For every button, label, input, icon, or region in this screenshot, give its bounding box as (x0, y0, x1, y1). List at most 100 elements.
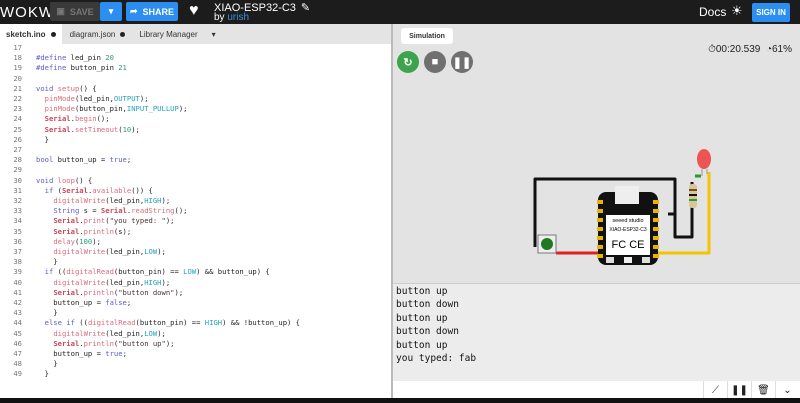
code-token: ; (126, 155, 132, 165)
code-token: #define (36, 53, 67, 63)
code-line: String s = Serial.readString(); (36, 206, 187, 215)
code-token: s = (79, 206, 101, 216)
code-token: ); (174, 287, 184, 297)
code-token: bool (36, 155, 54, 165)
line-number: 37 (13, 247, 22, 256)
tabs-menu-icon[interactable]: ▾ (211, 29, 216, 39)
theme-toggle-icon[interactable]: ☀ (731, 3, 743, 18)
code-token: ; (126, 298, 132, 307)
code-token: () { (74, 175, 93, 185)
code-token: ); (157, 328, 166, 338)
code-token: ); (178, 104, 188, 114)
restart-button[interactable]: ↻ (397, 51, 419, 73)
code-token: void (36, 175, 54, 185)
code-token: 20 (105, 53, 114, 63)
line-number: 26 (13, 134, 22, 144)
serial-monitor-output[interactable]: button up button down button up button d… (393, 283, 800, 381)
share-icon: ➦ (129, 6, 138, 16)
resistor[interactable] (689, 184, 697, 208)
code-line: Serial.setTimeout(10); (36, 125, 140, 134)
author-link[interactable]: urish (227, 12, 250, 23)
code-token: button_pin (66, 63, 119, 73)
chip-brand: seeed studio (612, 218, 643, 224)
code-token: ) && button_up) { (196, 267, 270, 277)
code-token (36, 114, 45, 123)
code-token: ) && !button_up) { (222, 318, 300, 328)
code-token: ( (53, 185, 62, 195)
code-token: print (83, 216, 106, 226)
docs-link[interactable]: Docs (699, 5, 727, 19)
heart-icon[interactable]: ♥ (189, 2, 199, 19)
code-token: println (83, 226, 114, 236)
code-token: digitalRead (66, 267, 114, 277)
code-token (36, 125, 45, 134)
led[interactable] (697, 149, 711, 176)
code-token (36, 267, 45, 276)
line-number: 22 (13, 94, 22, 103)
serial-line: button down (396, 299, 459, 311)
code-token: (led_pin, (74, 94, 114, 103)
code-token: . (79, 287, 84, 297)
code-token: Serial (53, 216, 80, 226)
code-line: delay(100); (36, 237, 101, 246)
line-number: 44 (13, 318, 22, 328)
code-token: available (92, 185, 132, 195)
code-line: pinMode(led_pin,OUTPUT); (36, 94, 149, 103)
code-line: if ((digitalRead(button_pin) == LOW) && … (36, 267, 270, 276)
code-token: ; (122, 349, 127, 358)
code-token: ( (118, 124, 123, 134)
code-line: } (36, 308, 57, 317)
code-line: button_up = true; (36, 349, 127, 358)
serial-line: button up (396, 339, 448, 351)
code-token: ); (165, 338, 175, 348)
code-token: . (70, 124, 75, 134)
tab-sketch[interactable]: sketch.ino (0, 24, 62, 44)
tab-library-manager[interactable]: Library Manager (139, 29, 198, 39)
line-number: 31 (13, 185, 22, 195)
wire-yellow (655, 172, 711, 255)
pushbutton[interactable] (537, 234, 557, 254)
code-token: ()) { (131, 185, 153, 195)
collapse-button[interactable]: ⌄ (775, 381, 799, 399)
code-line: void loop() { (36, 176, 92, 185)
code-token: pinMode (44, 104, 75, 114)
tab-diagram[interactable]: diagram.json (64, 24, 132, 44)
save-button[interactable]: ▣SAVE (50, 2, 100, 21)
code-token: else if (44, 318, 75, 328)
pause-button[interactable]: ❚❚ (451, 51, 473, 73)
code-token: button_up = (53, 155, 110, 165)
code-token: ); (157, 247, 166, 256)
project-title: XIAO-ESP32-C3 (214, 1, 296, 14)
stop-button[interactable]: ■ (424, 51, 446, 73)
wokwi-logo[interactable]: WOKWi (0, 4, 59, 21)
share-button[interactable]: ➦SHARE (126, 2, 178, 21)
line-number: 17 (13, 44, 22, 52)
save-dropdown-button[interactable]: ▾ (100, 2, 122, 21)
panel-splitter[interactable] (391, 24, 393, 403)
serial-line: you typed: fab (396, 353, 477, 365)
code-line: digitalWrite(led_pin,HIGH); (36, 278, 170, 287)
code-line: Serial.begin(); (36, 114, 110, 123)
line-number: 21 (13, 83, 22, 93)
code-token: ( (74, 236, 80, 246)
code-token: false (105, 298, 127, 307)
code-line: digitalWrite(led_pin,LOW); (36, 329, 166, 338)
code-token: . (126, 206, 132, 216)
serial-pause-button[interactable]: ❚❚ (727, 381, 751, 399)
code-token (36, 216, 53, 225)
line-number: 34 (13, 216, 22, 226)
xiao-esp32-c3-board[interactable]: seeed studio XIAO-ESP32-C3 FC CE (597, 186, 659, 265)
code-line: digitalWrite(led_pin,LOW); (36, 247, 166, 256)
pencil-icon[interactable]: ✎ (300, 2, 311, 14)
line-number: 35 (13, 226, 22, 236)
tab-simulation[interactable]: Simulation (401, 28, 453, 44)
code-token (36, 247, 53, 256)
code-token: true (109, 155, 127, 165)
clear-button[interactable]: 🗑 (751, 381, 775, 399)
code-token: digitalWrite (53, 277, 106, 287)
sign-in-button[interactable]: SIGN IN (752, 3, 790, 22)
code-token: begin (74, 114, 97, 124)
plotter-button[interactable]: ⟋ (703, 381, 727, 399)
code-token: Serial (100, 206, 127, 216)
